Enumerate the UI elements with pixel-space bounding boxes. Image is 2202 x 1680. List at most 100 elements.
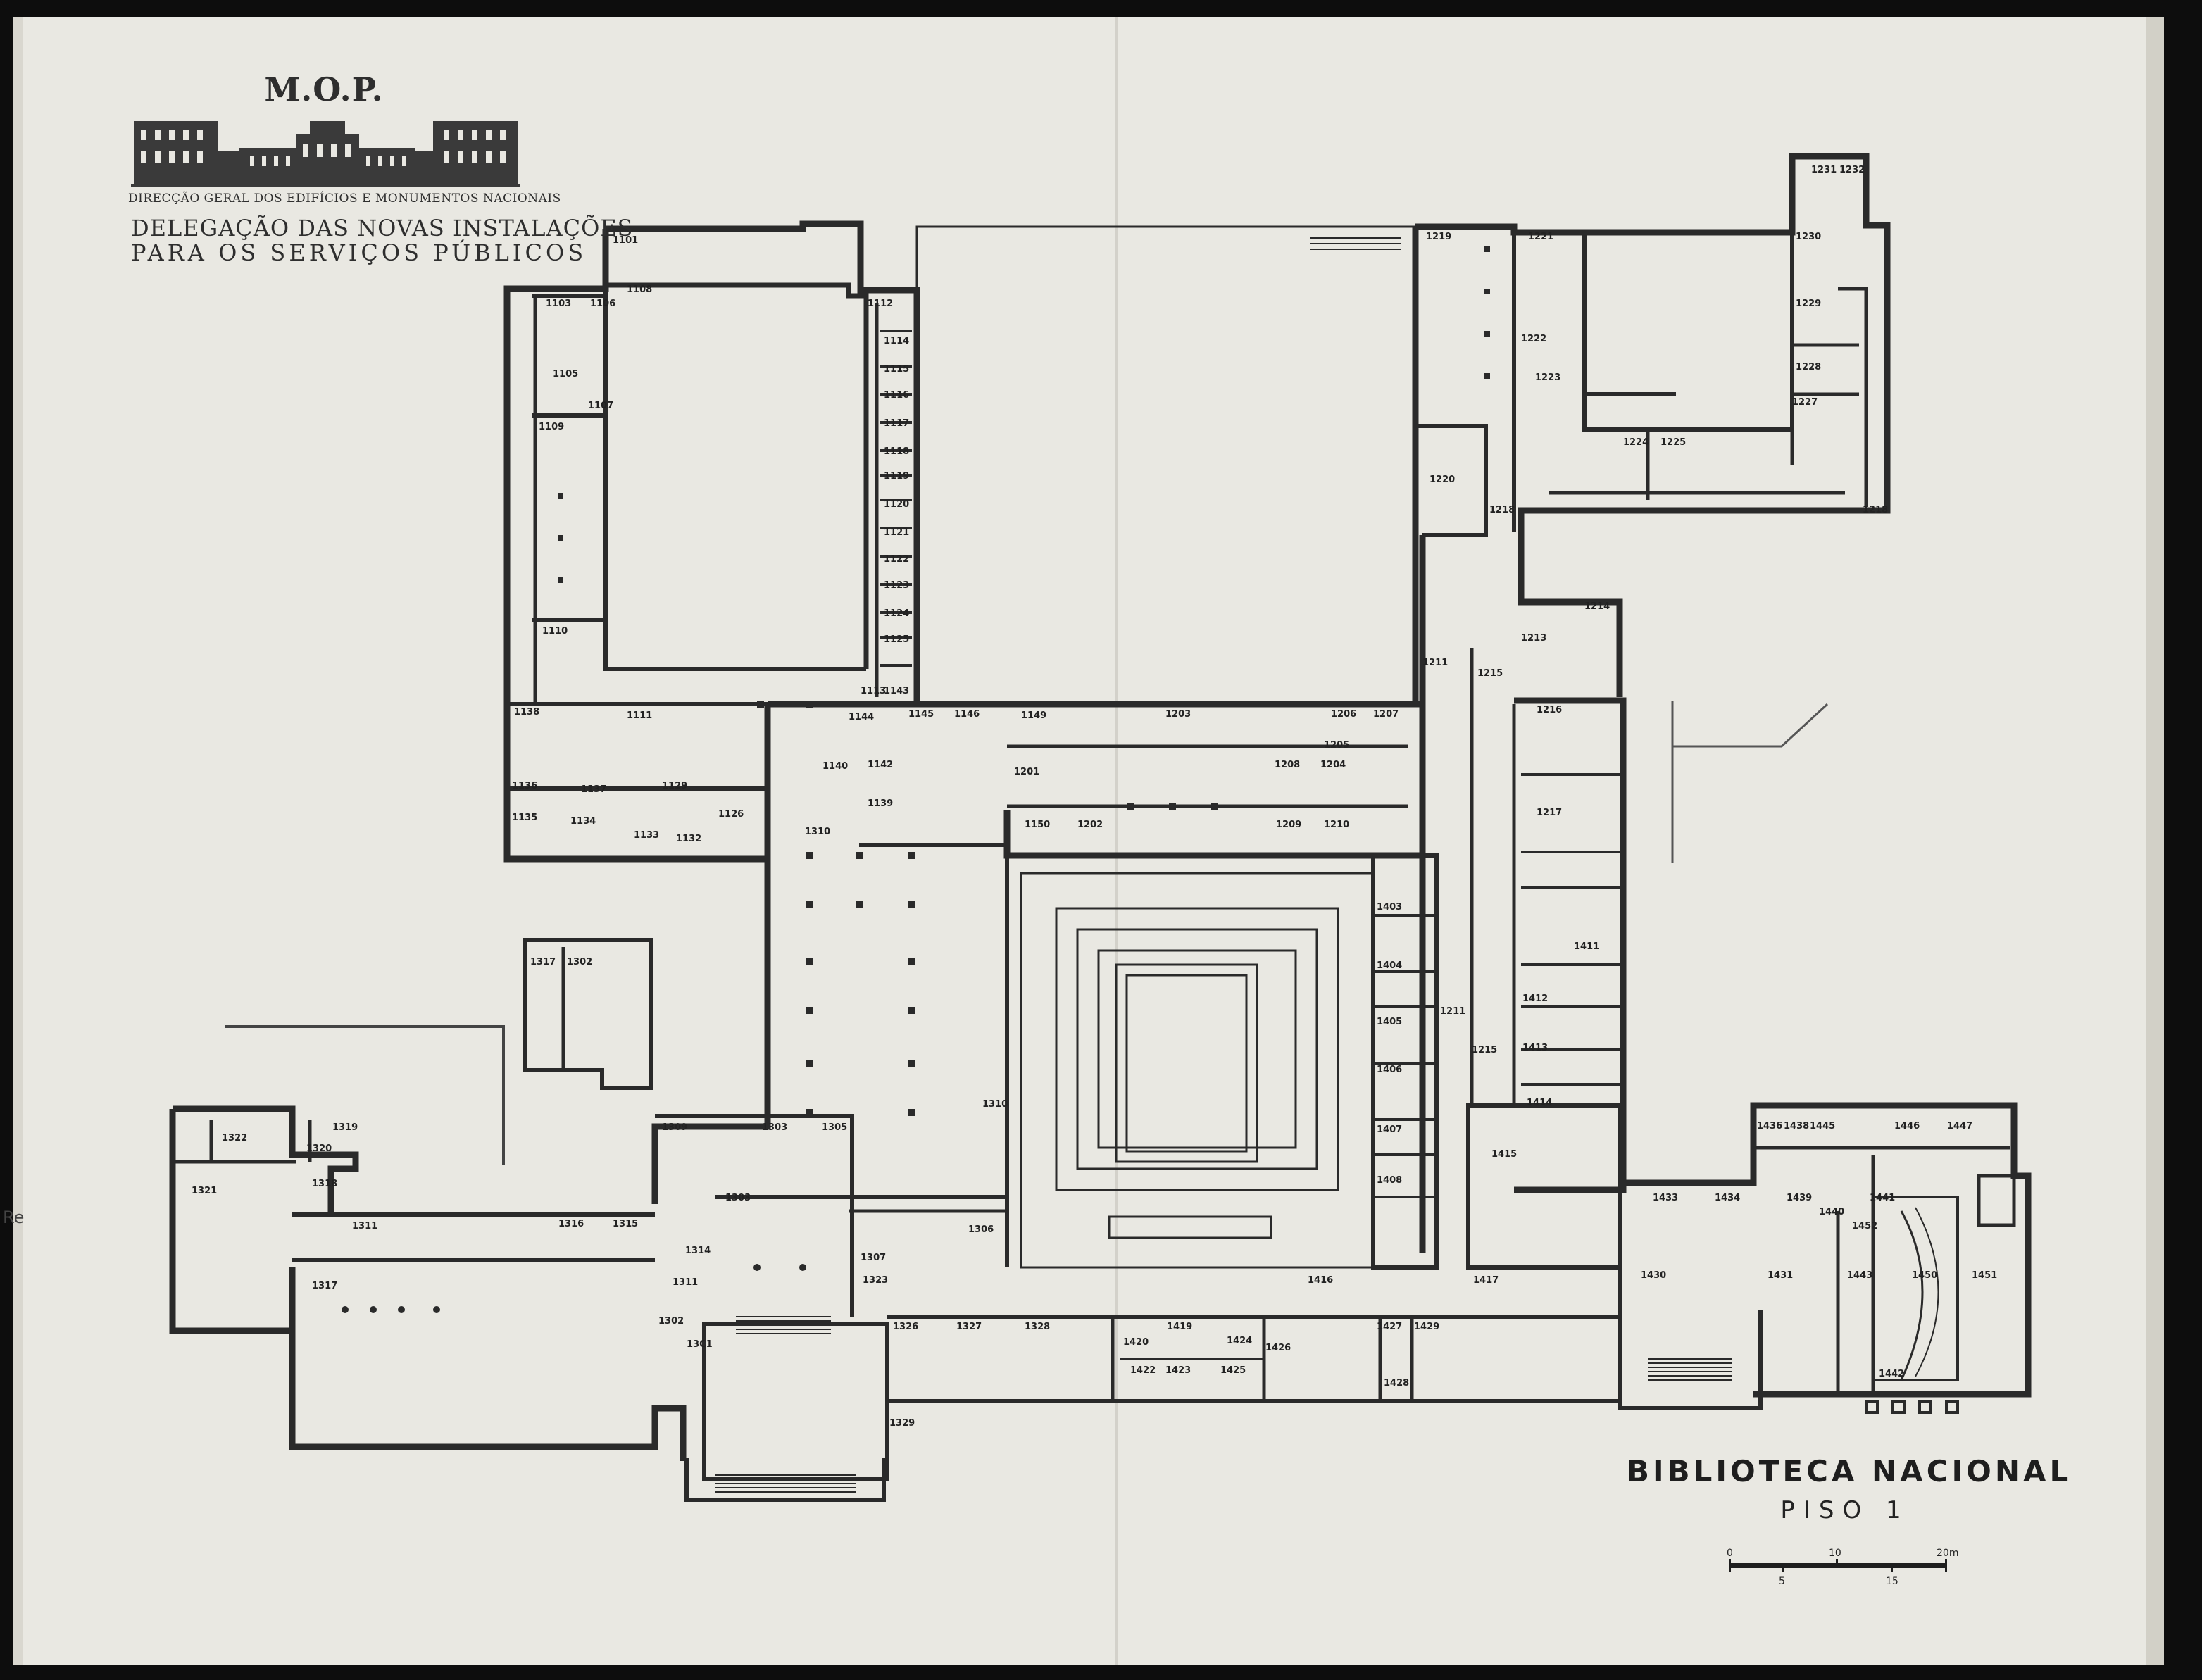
room-label-1110: 1110	[542, 626, 568, 637]
room-label-1430: 1430	[1641, 1270, 1666, 1281]
room-label-1123: 1123	[884, 580, 909, 591]
room-label-1116: 1116	[884, 390, 909, 401]
room-label-1133: 1133	[634, 830, 659, 841]
room-label-1452: 1452	[1852, 1221, 1877, 1231]
room-label-1315: 1315	[613, 1219, 638, 1229]
room-label-1211: 1211	[1422, 658, 1448, 668]
room-label-1310: 1310	[805, 827, 830, 837]
room-label-1446: 1446	[1894, 1121, 1920, 1132]
room-label-1317: 1317	[530, 957, 556, 967]
room-label-1149: 1149	[1021, 710, 1046, 721]
room-label-1422: 1422	[1130, 1365, 1156, 1376]
room-label-1318: 1318	[312, 1179, 337, 1189]
room-label-1211b: 1211	[1440, 1006, 1465, 1017]
room-label-1420: 1420	[1123, 1337, 1149, 1348]
mop-emblem	[131, 121, 520, 187]
room-label-1109: 1109	[539, 422, 564, 432]
room-label-1218b: 1218	[1863, 505, 1888, 515]
room-label-1440: 1440	[1819, 1207, 1844, 1217]
scale-tick-0: 0	[1727, 1548, 1733, 1559]
room-label-1412: 1412	[1522, 993, 1548, 1004]
room-label-1302b: 1302	[658, 1316, 684, 1327]
delegation-line-2: PARA OS SERVIÇOS PÚBLICOS	[131, 239, 587, 266]
scale-tick-15: 15	[1886, 1576, 1898, 1587]
room-label-1216: 1216	[1537, 705, 1562, 715]
room-label-1111: 1111	[627, 710, 652, 721]
room-label-1327: 1327	[956, 1322, 982, 1332]
room-label-1329: 1329	[889, 1418, 915, 1429]
room-label-1303: 1303	[762, 1122, 787, 1133]
room-label-1117: 1117	[884, 418, 909, 429]
room-label-1136: 1136	[512, 781, 537, 791]
room-label-1145: 1145	[908, 709, 934, 720]
room-label-1219: 1219	[1426, 232, 1451, 242]
room-label-1309: 1309	[662, 1122, 687, 1133]
stairs	[715, 237, 1732, 1493]
room-label-1438: 1438	[1784, 1121, 1809, 1132]
room-label-1201: 1201	[1014, 767, 1039, 777]
room-label-1413: 1413	[1522, 1043, 1548, 1053]
room-label-1416: 1416	[1308, 1275, 1333, 1286]
room-label-1431: 1431	[1768, 1270, 1793, 1281]
room-label-1114: 1114	[884, 336, 909, 346]
paper	[13, 17, 2164, 1665]
room-label-1419: 1419	[1167, 1322, 1192, 1332]
room-label-1208: 1208	[1275, 760, 1300, 770]
room-label-1408: 1408	[1377, 1175, 1402, 1186]
wall-w-outer	[503, 229, 771, 863]
room-label-1443: 1443	[1847, 1270, 1872, 1281]
room-label-1445: 1445	[1810, 1121, 1835, 1132]
room-label-1323: 1323	[863, 1275, 888, 1286]
room-label-1139: 1139	[868, 798, 893, 809]
wall-1217	[1514, 697, 1627, 1193]
room-label-1311: 1311	[352, 1221, 377, 1231]
floor-label: PISO 1	[1780, 1496, 1910, 1524]
room-label-1228: 1228	[1796, 362, 1821, 372]
room-label-1143: 1143	[884, 686, 909, 696]
room-label-1203: 1203	[1165, 709, 1191, 720]
room-label-1108: 1108	[627, 284, 652, 295]
room-label-1316: 1316	[558, 1219, 584, 1229]
room-label-1439: 1439	[1787, 1193, 1812, 1203]
directorate-line: DIRECÇÃO GERAL DOS EDIFÍCIOS E MONUMENTO…	[128, 192, 561, 206]
room-label-1436: 1436	[1757, 1121, 1782, 1132]
room-label-1218: 1218	[1489, 505, 1515, 515]
room-label-1310b: 1310	[982, 1099, 1008, 1110]
room-label-1142: 1142	[868, 760, 893, 770]
scale-tick-10: 10	[1829, 1548, 1841, 1559]
room-label-1220: 1220	[1430, 475, 1455, 485]
room-label-1424: 1424	[1227, 1336, 1252, 1346]
room-label-1213: 1213	[1521, 633, 1546, 644]
delegation-line-1: DELEGAÇÃO DAS NOVAS INSTALAÇÕES	[131, 215, 634, 242]
page-edge-text: Re	[3, 1208, 25, 1227]
room-label-1425: 1425	[1220, 1365, 1246, 1376]
room-label-1206: 1206	[1331, 709, 1356, 720]
room-label-1215b: 1215	[1472, 1045, 1497, 1055]
room-label-1225: 1225	[1660, 437, 1686, 448]
room-label-1442: 1442	[1879, 1369, 1904, 1379]
wall-1108-hall	[606, 282, 869, 669]
room-label-1107: 1107	[588, 401, 613, 411]
room-label-1303b: 1303	[725, 1193, 751, 1203]
room-label-1405: 1405	[1377, 1017, 1402, 1027]
room-label-1301: 13C1	[687, 1339, 713, 1350]
plan-title: BIBLIOTECA NACIONAL	[1627, 1454, 2072, 1488]
room-label-1121: 1121	[884, 527, 909, 538]
room-label-1404: 1404	[1377, 960, 1402, 971]
room-label-1105: 1105	[553, 369, 578, 380]
room-labels: 1101110311051106110711081109111011111112…	[192, 165, 1997, 1429]
room-label-1441: 1441	[1870, 1193, 1895, 1203]
room-label-1414: 1414	[1527, 1098, 1552, 1108]
room-label-1132: 1132	[676, 834, 701, 844]
room-label-1215: 1215	[1477, 668, 1503, 679]
room-label-1118: 1118	[884, 446, 909, 457]
room-label-1106: 1106	[590, 299, 615, 309]
org-mark: M.O.P.	[264, 70, 384, 108]
room-label-1146: 1146	[954, 709, 980, 720]
left-edge-pages	[13, 17, 23, 1665]
room-label-1321: 1321	[192, 1186, 217, 1196]
columns	[342, 246, 1490, 1313]
room-label-1210: 1210	[1324, 820, 1349, 830]
room-label-1209: 1209	[1276, 820, 1301, 830]
